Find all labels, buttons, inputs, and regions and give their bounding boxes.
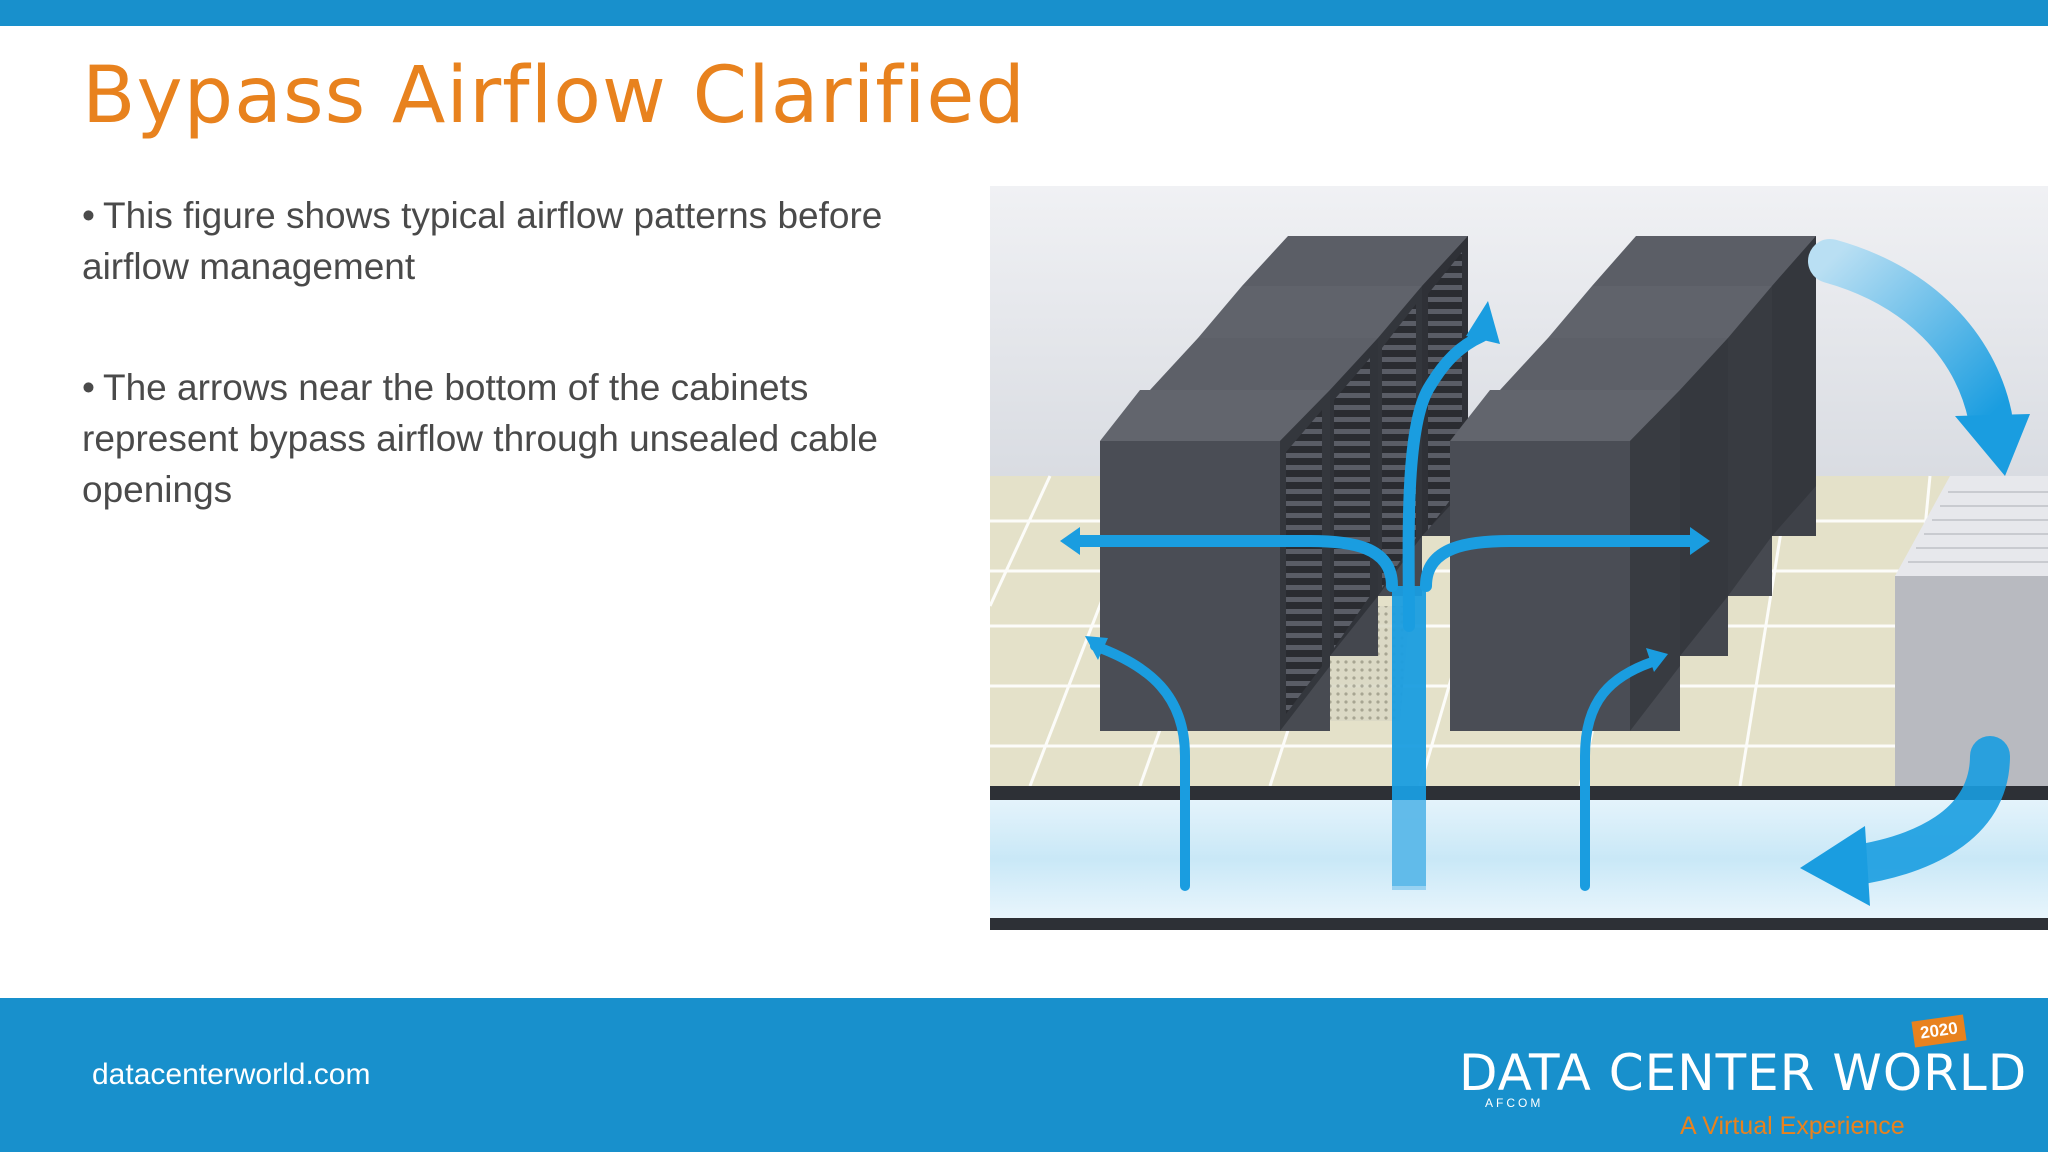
- footer-url[interactable]: datacenterworld.com: [92, 1058, 371, 1091]
- crac-unit: [1895, 476, 2048, 786]
- bullet-item: •This figure shows typical airflow patte…: [82, 190, 962, 292]
- bullet-marker: •: [82, 367, 95, 408]
- return-air-arrow: [1808, 239, 2012, 438]
- bypass-arrow-right: [1420, 535, 1696, 592]
- airflow-arrows: [1060, 239, 2030, 906]
- bullet-list: •This figure shows typical airflow patte…: [82, 190, 962, 585]
- supply-air-arrow: [1402, 330, 1488, 632]
- footer-bar: datacenterworld.com 2020 DATA CENTER WOR…: [0, 998, 2048, 1152]
- cabinet-row-right: [1450, 236, 1816, 731]
- top-accent-bar: [0, 0, 2048, 26]
- floor-slab: [990, 786, 2048, 800]
- airflow-illustration: [990, 186, 2048, 936]
- logo-wordmark: DATA CENTER WORLD: [1459, 1044, 2028, 1102]
- data-center-world-logo: 2020 DATA CENTER WORLD AFCOM A Virtual E…: [1455, 1014, 2026, 1140]
- bullet-marker: •: [82, 195, 95, 236]
- crac-discharge-arrow: [1830, 736, 2010, 886]
- slide-title: Bypass Airflow Clarified: [82, 51, 1026, 141]
- bullet-item: •The arrows near the bottom of the cabin…: [82, 362, 962, 515]
- bullet-text: The arrows near the bottom of the cabine…: [82, 367, 878, 510]
- cable-opening-bypass-right: [1580, 656, 1660, 891]
- logo-year-badge: 2020: [1911, 1014, 1967, 1048]
- cabinet-row-left: [1100, 236, 1468, 731]
- airflow-figure: [990, 186, 2048, 936]
- bypass-arrow-left: [1074, 535, 1398, 592]
- cable-opening-bypass-left: [1090, 641, 1190, 891]
- logo-afcom: AFCOM: [1485, 1096, 1544, 1110]
- subfloor: [990, 918, 2048, 930]
- logo-tagline: A Virtual Experience: [1680, 1112, 1905, 1140]
- bullet-text: This figure shows typical airflow patter…: [82, 195, 883, 287]
